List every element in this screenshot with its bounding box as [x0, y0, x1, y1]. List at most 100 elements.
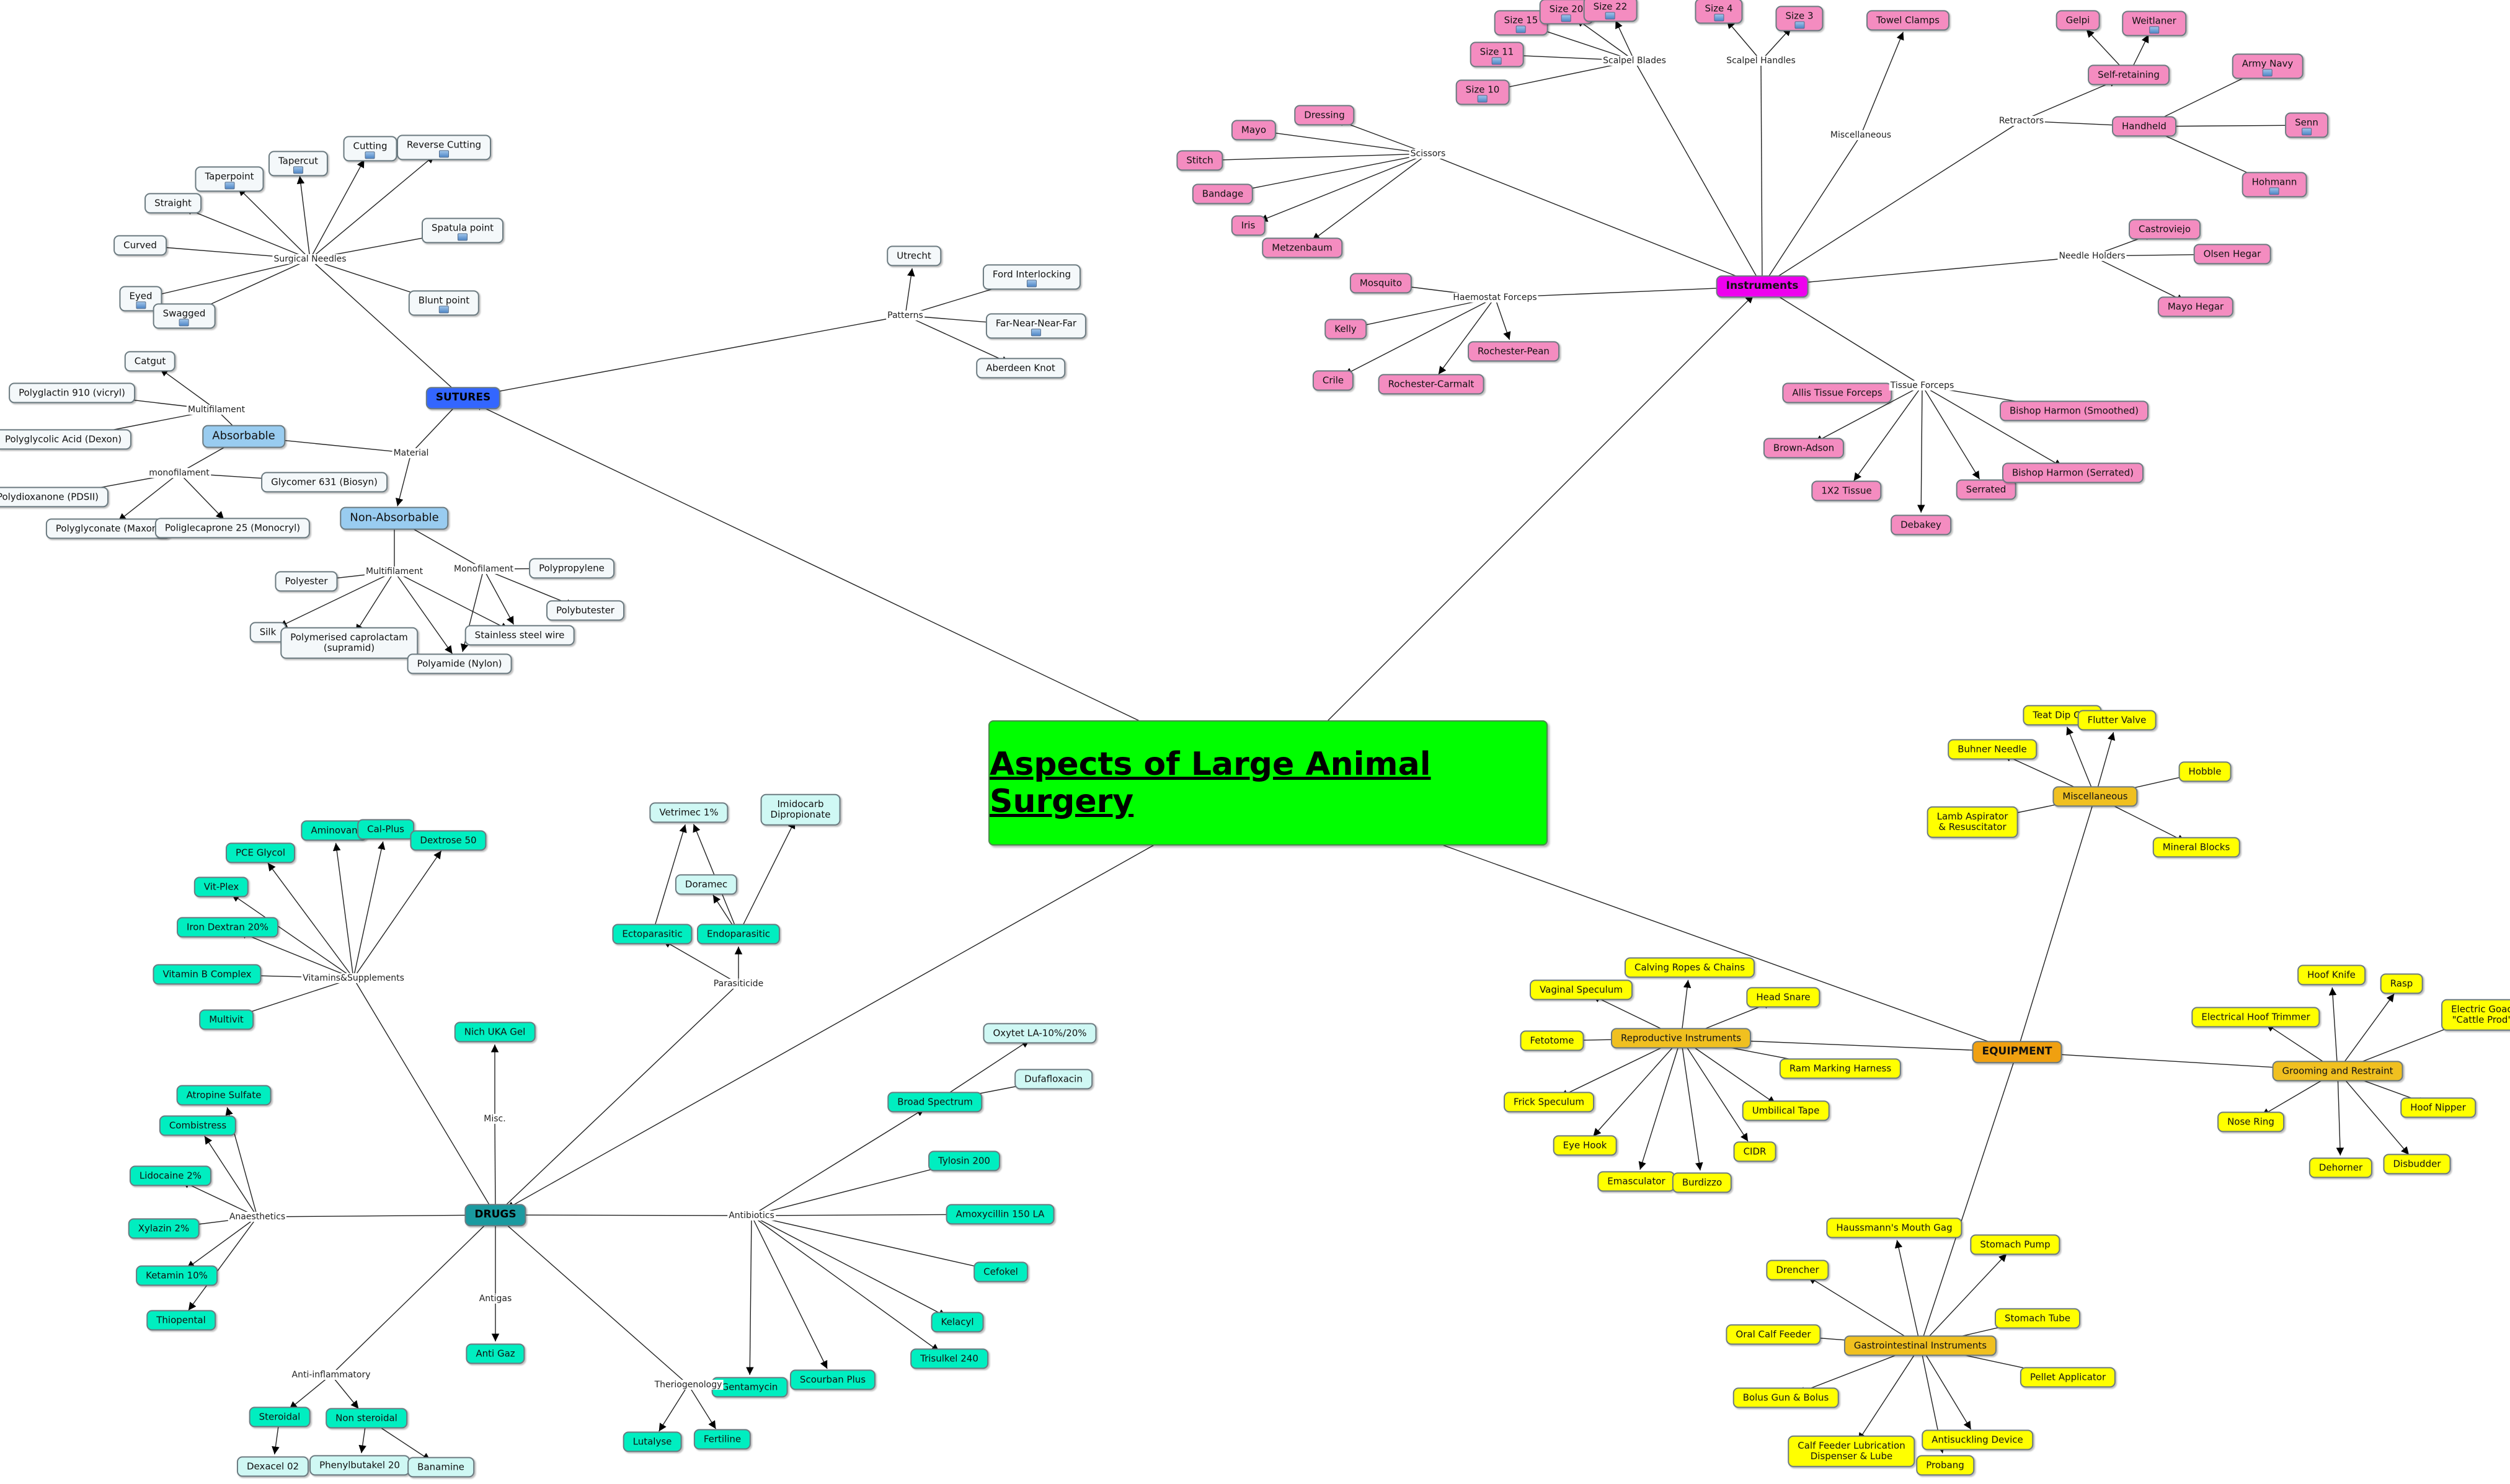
- attachment-icon[interactable]: [2301, 128, 2312, 136]
- node-crile[interactable]: Crile: [1312, 370, 1354, 391]
- node-blunt[interactable]: Blunt point: [408, 290, 480, 316]
- attachment-icon[interactable]: [2149, 26, 2159, 34]
- node-dufafloxacin[interactable]: Dufafloxacin: [1014, 1069, 1093, 1090]
- node-utrecht[interactable]: Utrecht: [887, 245, 941, 267]
- node-swagged[interactable]: Swagged: [153, 303, 216, 329]
- attachment-icon[interactable]: [2263, 69, 2273, 77]
- node-grooming[interactable]: Grooming and Restraint: [2272, 1061, 2403, 1082]
- node-size15[interactable]: Size 15: [1494, 10, 1548, 36]
- node-glycomer[interactable]: Glycomer 631 (Biosyn): [261, 472, 388, 493]
- node-vetrimec[interactable]: Vetrimec 1%: [649, 802, 729, 823]
- node-gelpi[interactable]: Gelpi: [2055, 10, 2100, 31]
- node-trisulkel[interactable]: Trisulkel 240: [910, 1348, 988, 1369]
- attachment-icon[interactable]: [457, 233, 468, 241]
- node-hohmann[interactable]: Hohmann: [2242, 172, 2307, 198]
- node-size10[interactable]: Size 10: [1455, 79, 1510, 105]
- node-polydioxanone[interactable]: Polydioxanone (PDSII): [0, 487, 109, 508]
- node-drencher[interactable]: Drencher: [1766, 1260, 1829, 1281]
- node-ford[interactable]: Ford Interlocking: [982, 264, 1081, 290]
- node-dehorner[interactable]: Dehorner: [2308, 1157, 2373, 1178]
- node-rochester-pean[interactable]: Rochester-Pean: [1468, 341, 1559, 362]
- node-stitch[interactable]: Stitch: [1176, 150, 1223, 171]
- attachment-icon[interactable]: [1794, 21, 1804, 29]
- attachment-icon[interactable]: [2269, 187, 2279, 195]
- node-aberdeen[interactable]: Aberdeen Knot: [976, 358, 1065, 379]
- node-mosquito[interactable]: Mosquito: [1349, 273, 1412, 294]
- node-allis[interactable]: Allis Tissue Forceps: [1782, 382, 1892, 404]
- node-xylazin[interactable]: Xylazin 2%: [128, 1218, 200, 1239]
- node-doramec[interactable]: Doramec: [675, 874, 738, 895]
- node-spatula[interactable]: Spatula point: [421, 218, 504, 244]
- node-polyglactin[interactable]: Polyglactin 910 (vicryl): [9, 382, 135, 404]
- node-absorbable[interactable]: Absorbable: [202, 425, 285, 448]
- node-vit-b[interactable]: Vitamin B Complex: [153, 964, 262, 985]
- node-kelly[interactable]: Kelly: [1324, 319, 1367, 340]
- node-broad-spectrum[interactable]: Broad Spectrum: [887, 1092, 983, 1113]
- node-hoof-knife[interactable]: Hoof Knife: [2297, 965, 2366, 986]
- node-dressing[interactable]: Dressing: [1294, 105, 1355, 126]
- node-ram-harness[interactable]: Ram Marking Harness: [1779, 1058, 1902, 1079]
- attachment-icon[interactable]: [1713, 14, 1724, 22]
- node-stainless[interactable]: Stainless steel wire: [464, 625, 575, 646]
- node-poliglecaprone[interactable]: Poliglecaprone 25 (Monocryl): [154, 518, 311, 539]
- node-rasp[interactable]: Rasp: [2380, 973, 2423, 994]
- node-thiopental[interactable]: Thiopental: [146, 1310, 216, 1331]
- node-banamine[interactable]: Banamine: [407, 1457, 474, 1478]
- node-metzenbaum[interactable]: Metzenbaum: [1262, 237, 1342, 258]
- node-scourban[interactable]: Scourban Plus: [789, 1369, 876, 1390]
- node-cutting[interactable]: Cutting: [343, 136, 397, 162]
- node-rochester-carmalt[interactable]: Rochester-Carmalt: [1378, 374, 1484, 395]
- node-size22[interactable]: Size 22: [1583, 0, 1638, 22]
- node-cefokel[interactable]: Cefokel: [973, 1261, 1028, 1283]
- node-frick[interactable]: Frick Speculum: [1504, 1092, 1594, 1113]
- node-misc-eq[interactable]: Miscellaneous: [2052, 786, 2138, 807]
- node-size3[interactable]: Size 3: [1775, 6, 1824, 32]
- node-vit-plex[interactable]: Vit-Plex: [193, 877, 249, 898]
- node-mineral-blocks[interactable]: Mineral Blocks: [2152, 837, 2240, 858]
- node-tapercut[interactable]: Tapercut: [268, 151, 329, 177]
- attachment-icon[interactable]: [224, 182, 234, 190]
- node-fetotome[interactable]: Fetotome: [1520, 1030, 1584, 1051]
- node-debakey[interactable]: Debakey: [1891, 515, 1951, 536]
- node-haussmann[interactable]: Haussmann's Mouth Gag: [1826, 1217, 1962, 1239]
- node-aminovan[interactable]: Aminovan: [301, 820, 368, 841]
- node-polyglycolic[interactable]: Polyglycolic Acid (Dexon): [0, 429, 132, 450]
- node-instruments[interactable]: Instruments: [1716, 275, 1809, 298]
- node-antisuckling[interactable]: Antisuckling Device: [1922, 1429, 2033, 1451]
- node-stomach-tube[interactable]: Stomach Tube: [1994, 1308, 2081, 1329]
- node-calving-ropes[interactable]: Calving Ropes & Chains: [1624, 957, 1755, 978]
- node-bolus-gun[interactable]: Bolus Gun & Bolus: [1732, 1387, 1839, 1408]
- node-handheld[interactable]: Handheld: [2112, 116, 2176, 137]
- node-oral-calf[interactable]: Oral Calf Feeder: [1726, 1324, 1821, 1345]
- node-combistress[interactable]: Combistress: [159, 1115, 237, 1136]
- node-equipment[interactable]: EQUIPMENT: [1972, 1041, 2062, 1063]
- node-bishop-smooth[interactable]: Bishop Harmon (Smoothed): [1999, 400, 2149, 422]
- node-ectoparasitic[interactable]: Ectoparasitic: [612, 924, 693, 945]
- node-curved[interactable]: Curved: [113, 235, 167, 256]
- node-cal-plus[interactable]: Cal-Plus: [357, 819, 414, 840]
- node-vaginal-speculum[interactable]: Vaginal Speculum: [1530, 979, 1633, 1000]
- node-iron-dextran[interactable]: Iron Dextran 20%: [177, 917, 278, 938]
- node-bandage[interactable]: Bandage: [1192, 183, 1254, 205]
- node-dexacel[interactable]: Dexacel 02: [236, 1456, 309, 1477]
- node-head-snare[interactable]: Head Snare: [1746, 987, 1820, 1008]
- node-far-near[interactable]: Far-Near-Near-Far: [985, 313, 1087, 339]
- node-polypropylene[interactable]: Polypropylene: [529, 558, 614, 579]
- node-iris[interactable]: Iris: [1231, 215, 1266, 236]
- node-burdizzo[interactable]: Burdizzo: [1672, 1172, 1732, 1193]
- node-size4[interactable]: Size 4: [1695, 0, 1743, 24]
- node-polyglyconate[interactable]: Polyglyconate (Maxon): [45, 518, 172, 539]
- node-fertiline[interactable]: Fertiline: [693, 1429, 752, 1450]
- node-gentamycin[interactable]: Gentamycin: [711, 1377, 788, 1398]
- node-flutter-valve[interactable]: Flutter Valve: [2077, 710, 2157, 731]
- node-bishop-serrated[interactable]: Bishop Harmon (Serrated): [2002, 462, 2144, 484]
- node-hoof-nipper[interactable]: Hoof Nipper: [2400, 1097, 2476, 1118]
- attachment-icon[interactable]: [1478, 95, 1488, 103]
- node-kelacyl[interactable]: Kelacyl: [931, 1312, 984, 1333]
- node-lidocaine[interactable]: Lidocaine 2%: [129, 1165, 212, 1186]
- node-hobble[interactable]: Hobble: [2178, 761, 2232, 782]
- attachment-icon[interactable]: [365, 151, 375, 159]
- node-disbudder[interactable]: Disbudder: [2383, 1154, 2451, 1175]
- attachment-icon[interactable]: [1031, 329, 1041, 337]
